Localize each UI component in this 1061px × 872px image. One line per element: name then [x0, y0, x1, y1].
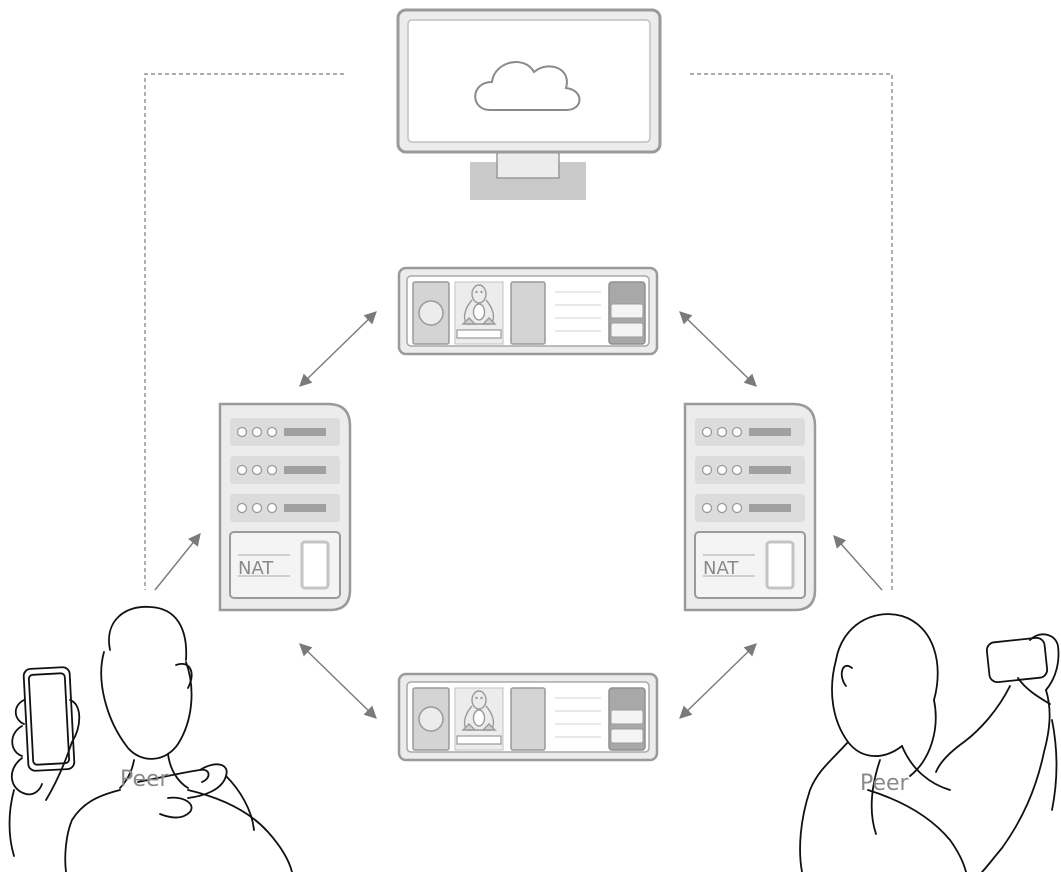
nat-label-right: NAT	[703, 558, 739, 579]
cloud-monitor	[396, 8, 662, 200]
peer-right-label: Peer	[860, 771, 910, 796]
nat-router-right: NAT	[683, 402, 817, 612]
arrow-peer-left-to-nat	[154, 533, 201, 591]
peer-left-illustration	[8, 606, 293, 872]
dashed-link-left	[144, 73, 344, 590]
arrow-server-bottom-nat-right	[679, 643, 757, 719]
arrow-nat-left-server-bottom	[299, 643, 377, 719]
arrow-server-top-nat-right	[679, 311, 757, 387]
arrow-peer-right-to-nat	[833, 535, 883, 591]
nat-label-left: NAT	[238, 558, 274, 579]
peer-left-label: Peer	[120, 767, 170, 792]
nat-router-left: NAT	[218, 402, 352, 612]
arrow-nat-left-server-top	[299, 311, 377, 387]
linux-server-top	[397, 266, 659, 356]
linux-server-bottom	[397, 672, 659, 762]
dashed-link-right	[690, 73, 893, 590]
cloud-icon	[474, 61, 581, 111]
peer-right-illustration	[799, 613, 1060, 872]
